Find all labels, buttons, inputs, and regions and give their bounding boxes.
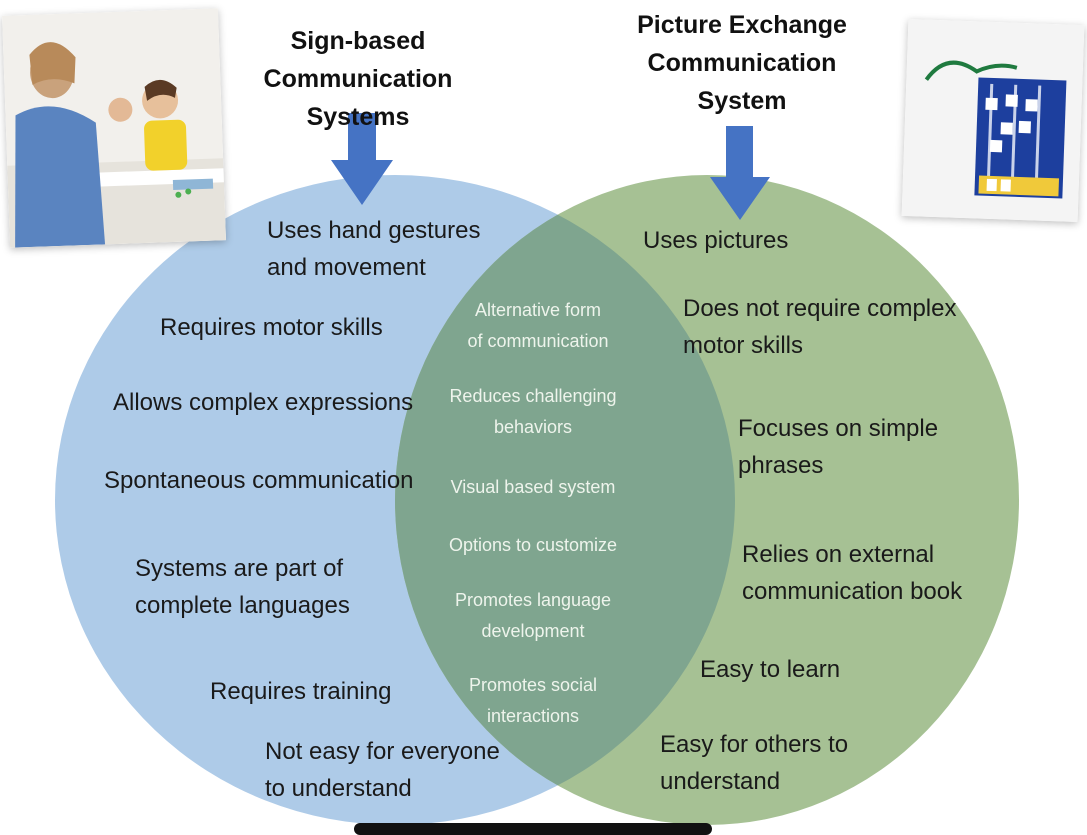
left-item-complex-expressions: Allows complex expressions: [113, 389, 414, 416]
left-item-motor-skills: Requires motor skills: [160, 314, 383, 341]
picture-exchange-board-photo: [901, 18, 1085, 223]
right-item-easy-learn: Easy to learn: [700, 656, 841, 683]
down-arrow-icon: [710, 126, 770, 220]
right-item-uses-pictures: Uses pictures: [643, 227, 789, 254]
right-heading: Picture Exchange Communication System: [637, 11, 847, 115]
shared-item-customize: Options to customize: [448, 535, 618, 555]
overlap-region: [395, 175, 735, 825]
left-heading: Sign-based Communication Systems: [263, 27, 453, 131]
left-item-spontaneous: Spontaneous communication: [104, 467, 414, 494]
shared-item-visual: Visual based system: [450, 477, 616, 497]
home-indicator: [354, 823, 712, 835]
sign-language-photo: [2, 8, 226, 248]
down-arrow-icon: [331, 113, 393, 205]
left-item-requires-training: Requires training: [210, 678, 392, 705]
